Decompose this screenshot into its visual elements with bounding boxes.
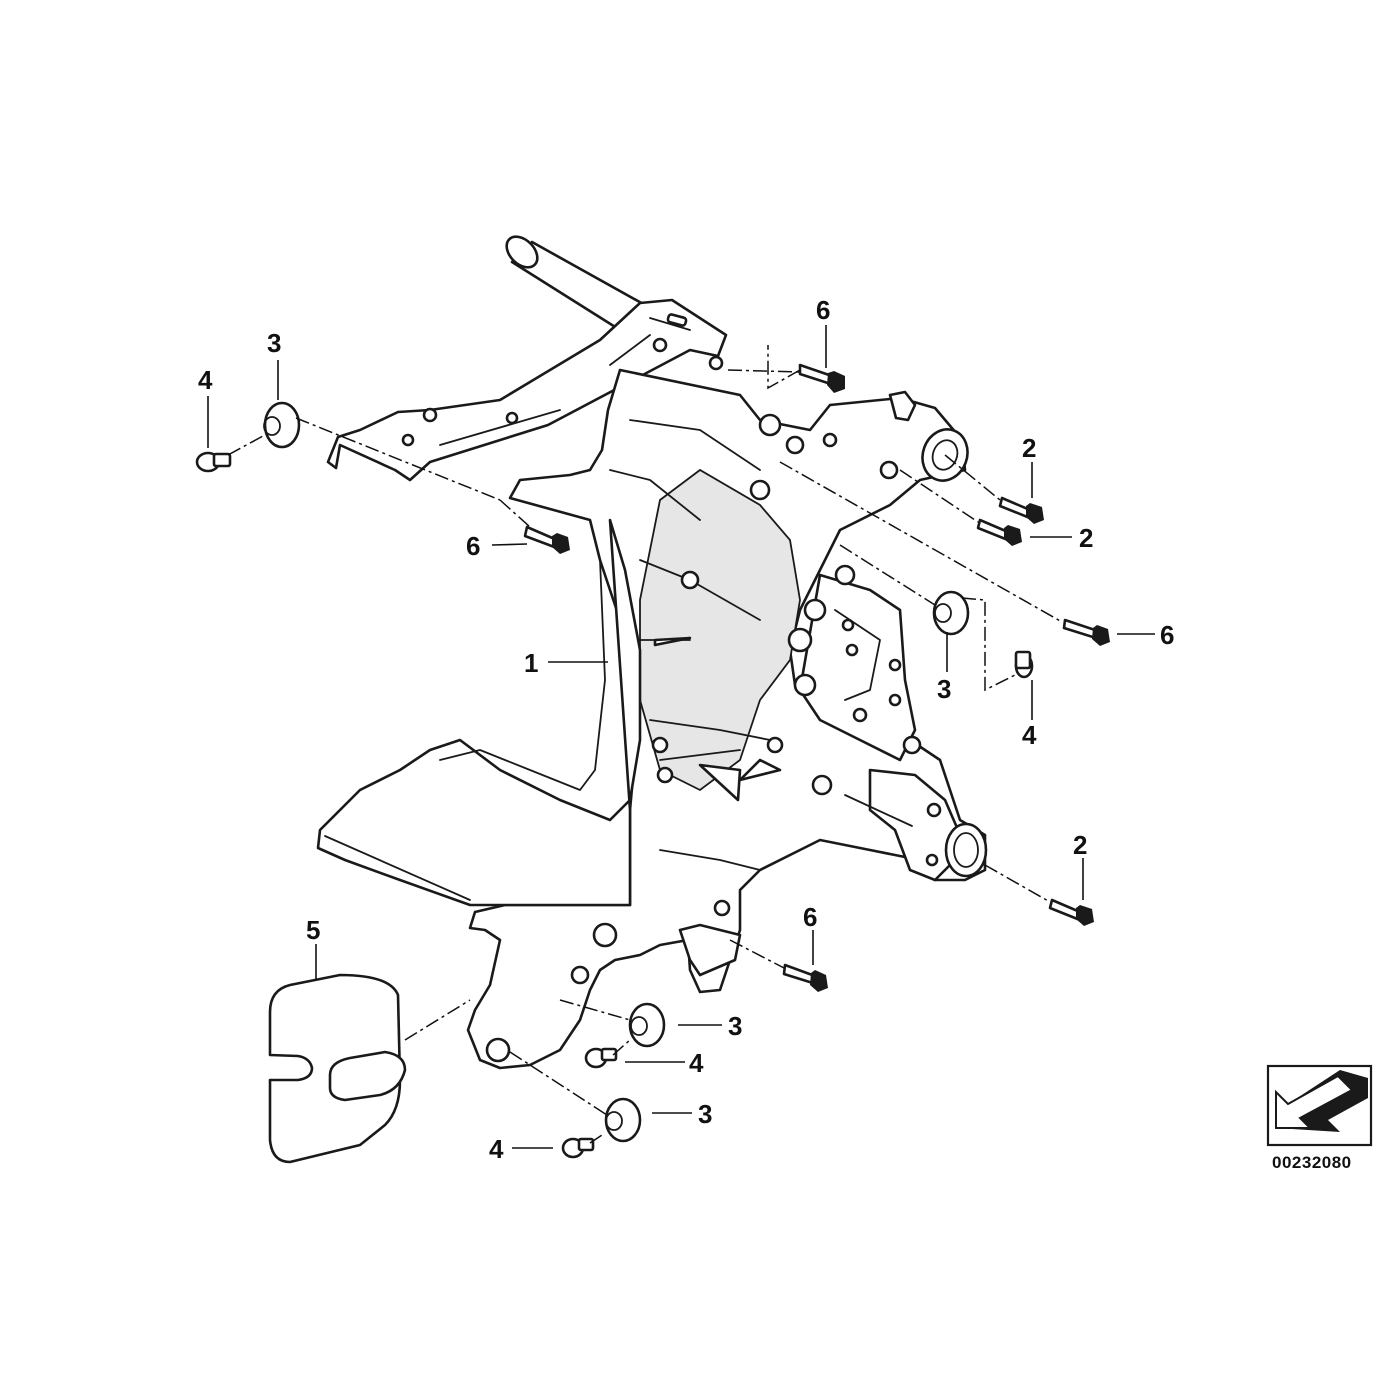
rear-frame-icon <box>316 235 988 1070</box>
callout-6: 6 <box>1160 620 1175 650</box>
callout-5: 5 <box>306 915 321 945</box>
callout-3: 3 <box>728 1011 743 1041</box>
bolt-icon <box>195 363 1110 1159</box>
callout-2: 2 <box>1079 523 1094 553</box>
callout-3: 3 <box>267 328 282 358</box>
callout-4: 4 <box>689 1048 704 1078</box>
callout-4: 4 <box>1022 720 1037 750</box>
direction-arrow-icon <box>1266 1064 1373 1147</box>
callout-1: 1 <box>524 648 539 678</box>
callout-2: 2 <box>1022 433 1037 463</box>
callout-6: 6 <box>803 902 818 932</box>
catalog-number: 00232080 <box>1272 1153 1352 1172</box>
assembly-lines <box>227 345 1063 1144</box>
callout-6: 6 <box>816 295 831 325</box>
callout-2: 2 <box>1073 830 1088 860</box>
rubber-mount-icon <box>263 401 970 1143</box>
cover-plate-icon <box>268 973 407 1164</box>
callout-4: 4 <box>489 1134 504 1164</box>
callout-4: 4 <box>198 365 213 395</box>
callout-6: 6 <box>466 531 481 561</box>
leader-lines <box>207 325 1155 1149</box>
callout-3: 3 <box>937 674 952 704</box>
callout-3: 3 <box>698 1099 713 1129</box>
